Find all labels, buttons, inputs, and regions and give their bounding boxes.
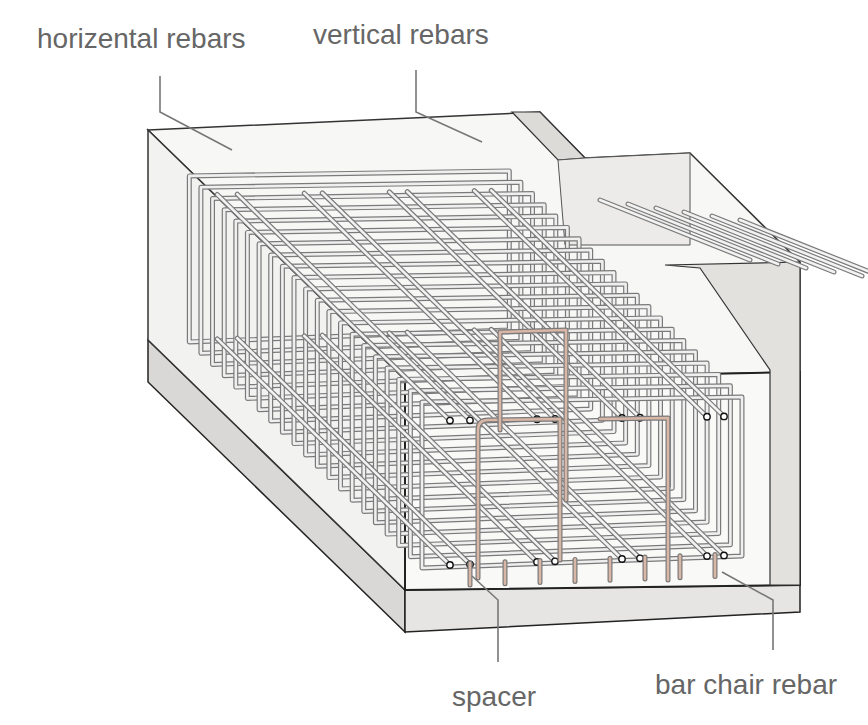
longitudinal-bar-outline	[491, 329, 724, 555]
bar-end	[704, 414, 710, 420]
chair-leg	[644, 557, 647, 579]
part-label: spacer	[452, 682, 536, 713]
top-bar	[740, 220, 868, 280]
longitudinal-bar-outline	[407, 192, 640, 418]
longitudinal-bar	[389, 192, 622, 418]
bar-chair-outline	[500, 330, 566, 500]
rebar-cage	[189, 171, 868, 585]
longitudinal-bar	[491, 190, 724, 416]
chair-leg-outline	[678, 556, 683, 578]
leader-line	[416, 70, 482, 142]
bar-end	[447, 417, 453, 423]
longitudinal-bar	[217, 339, 450, 565]
chair-leg-outline	[608, 558, 613, 580]
spacer-bar	[478, 419, 560, 578]
chair-leg	[504, 562, 507, 584]
leader-line	[472, 576, 498, 662]
chair-leg	[714, 555, 717, 577]
chair-leg	[574, 559, 577, 581]
spacer-bar-outline	[478, 419, 560, 578]
longitudinal-bar	[322, 335, 555, 561]
top-bar-outline	[740, 220, 868, 280]
longitudinal-bar	[237, 338, 470, 564]
chair-leg	[469, 563, 472, 585]
chair-leg-outline	[573, 559, 578, 581]
longitudinal-bar-outline	[491, 190, 724, 416]
chair-leg-outline	[643, 557, 648, 579]
longitudinal-bar-outline	[322, 193, 555, 419]
longitudinal-bar	[407, 332, 640, 558]
longitudinal-bar-outline	[237, 338, 470, 564]
bar-chair	[500, 330, 566, 500]
chair-leg	[609, 558, 612, 580]
longitudinal-bar	[407, 192, 640, 418]
bar-chair	[600, 418, 668, 580]
longitudinal-bar-outline	[322, 335, 555, 561]
chair-leg-outline	[468, 563, 473, 585]
slab-front	[405, 585, 800, 632]
top-bar-outline	[712, 216, 862, 276]
chair-leg	[679, 556, 682, 578]
bar-end	[447, 562, 453, 568]
top-bar	[712, 216, 862, 276]
longitudinal-bar-outline	[474, 191, 707, 417]
bar-end	[721, 413, 727, 419]
longitudinal-bar-outline	[217, 339, 450, 565]
bar-end	[619, 556, 625, 562]
bar-end	[467, 417, 473, 423]
longitudinal-bar-outline	[389, 192, 622, 418]
longitudinal-bar	[474, 191, 707, 417]
leader-lines	[160, 70, 773, 662]
step-face	[512, 112, 585, 160]
part-label: horizental rebars	[37, 24, 246, 55]
top-bar-outline	[684, 212, 834, 272]
part-label: vertical rebars	[313, 20, 489, 51]
longitudinal-bar-outline	[217, 194, 450, 420]
chair-leg-outline	[538, 561, 543, 583]
chair-leg	[539, 561, 542, 583]
bar-chair-outline	[600, 418, 668, 580]
leader-line	[722, 572, 773, 650]
chair-leg-outline	[503, 562, 508, 584]
longitudinal-bar	[491, 329, 724, 555]
concrete-block	[148, 112, 800, 632]
bar-end	[704, 553, 710, 559]
chair-leg-outline	[713, 555, 718, 577]
step-face	[558, 153, 690, 245]
longitudinal-bar-outline	[407, 332, 640, 558]
longitudinal-bar	[217, 194, 450, 420]
bar-end	[552, 558, 558, 564]
bar-end	[637, 555, 643, 561]
bar-end	[721, 552, 727, 558]
part-label: bar chair rebar	[655, 670, 837, 701]
longitudinal-bar	[322, 193, 555, 419]
top-bar	[684, 212, 834, 272]
leader-line	[160, 76, 232, 150]
